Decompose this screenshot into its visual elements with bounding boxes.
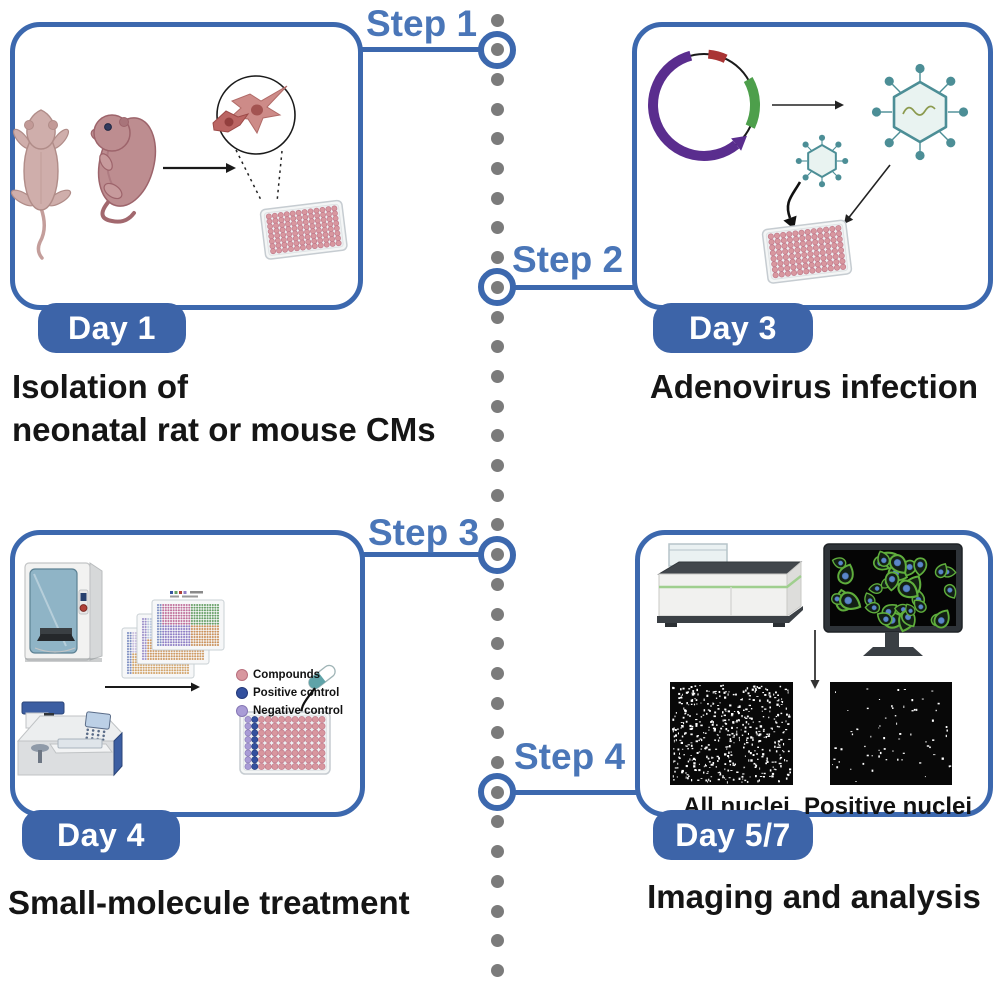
timeline-dot: [490, 429, 504, 443]
high-content-imager-icon: [657, 543, 803, 627]
step-4-label: Step 4: [514, 736, 626, 777]
adenovirus-small-icon: [795, 134, 849, 188]
adenovirus-icon: [871, 63, 969, 161]
timeline-dot: [490, 637, 504, 651]
plate-reader-icon: [16, 701, 123, 777]
timeline-dot: [490, 162, 504, 175]
timeline-dot: [490, 696, 504, 710]
isolation-illustration: [10, 75, 348, 260]
caption-line: Isolation of: [12, 368, 188, 405]
timeline-dot: [490, 934, 504, 948]
timeline-dot: [490, 221, 504, 235]
timeline-dot: [490, 369, 504, 383]
96-well-plate-icon: [259, 199, 348, 260]
legend-item-label: Compounds: [253, 669, 321, 681]
imaging-illustration: [657, 543, 963, 785]
caption-treatment: Small-molecule treatment: [8, 884, 410, 921]
legend-item-label: Positive control: [253, 687, 340, 699]
timeline-dot: [490, 399, 504, 413]
panel-imaging: All nuclei Positive nuclei: [635, 530, 993, 820]
legend-color-dot: [236, 705, 248, 717]
timeline-dot: [490, 310, 504, 324]
positive-nuclei-image: [830, 682, 952, 785]
timeline-dot: [490, 251, 504, 265]
timeline-dot: [490, 459, 504, 472]
treatment-illustration: [16, 562, 336, 777]
arrow-down-icon: [810, 630, 820, 689]
panel-adenovirus: [632, 22, 993, 310]
step-connector-line: [514, 284, 640, 290]
day-5-7-badge: Day 5/7: [653, 810, 813, 860]
timeline-dot: [490, 72, 504, 86]
step-connector-line: [348, 47, 480, 53]
timeline-dot: [490, 845, 504, 859]
timeline-dot: [490, 785, 504, 799]
step-1-label: Step 1: [366, 3, 478, 44]
curved-arrow: [783, 181, 802, 230]
96-well-plate-icon: [761, 219, 853, 284]
timeline-dot: [490, 191, 504, 205]
day-1-badge: Day 1: [38, 303, 186, 353]
step-3-label: Step 3: [368, 512, 480, 553]
plasmid-icon: [648, 49, 761, 161]
timeline-dot: [490, 43, 504, 57]
step-node-ring: [478, 773, 516, 812]
timeline-dot: [490, 577, 504, 591]
timeline-dot: [490, 904, 504, 918]
legend-color-dot: [236, 669, 248, 681]
timeline-dot: [490, 280, 504, 294]
adenovirus-illustration: [648, 49, 969, 284]
arrow-right-icon: [163, 163, 236, 173]
legend-item: Negative control: [236, 702, 343, 720]
timeline-dot: [490, 874, 504, 888]
timeline-dot: [490, 666, 504, 680]
caption-imaging: Imaging and analysis: [647, 878, 981, 915]
step-2-label: Step 2: [512, 239, 624, 280]
treatment-plate-icon: [239, 711, 331, 775]
timeline-dot: [490, 607, 504, 621]
compound-plates-stack-icon: [121, 591, 225, 679]
diagonal-arrow: [844, 164, 891, 224]
step-node-ring: [478, 268, 516, 307]
liquid-handler-robot-icon: [24, 562, 103, 662]
timeline-dot: [490, 488, 504, 502]
timeline-dot: [490, 548, 504, 562]
step-connector-line: [348, 552, 480, 558]
arrow-right-icon: [772, 100, 844, 110]
timeline-dot: [490, 102, 504, 116]
legend-item: Positive control: [236, 684, 343, 702]
day-4-badge: Day 4: [22, 810, 180, 860]
monitor-icon: [823, 543, 963, 656]
step-connector-line: [514, 789, 640, 795]
caption-adenovirus: Adenovirus infection: [649, 368, 979, 405]
timeline-dot: [490, 13, 504, 27]
timeline-dot: [490, 132, 504, 146]
positive-nuclei-label: Positive nuclei: [803, 793, 973, 820]
caption-isolation: Isolation of neonatal rat or mouse CMs: [12, 366, 436, 452]
timeline-dot: [490, 963, 504, 977]
timeline-dot: [490, 726, 504, 740]
timeline-dot: [490, 756, 504, 769]
legend-item: Compounds: [236, 666, 343, 684]
timeline-dot: [490, 815, 504, 829]
step-node-ring: [478, 30, 516, 69]
magnified-cardiomyocytes-icon: [212, 75, 296, 203]
rat-pup-icon: [10, 109, 72, 260]
day-3-badge: Day 3: [653, 303, 813, 353]
timeline-dot: [490, 340, 504, 354]
mouse-pup-icon: [90, 114, 157, 224]
step-node-ring: [478, 535, 516, 574]
timeline-dot: [490, 518, 504, 532]
legend-item-label: Negative control: [253, 705, 344, 717]
panel-isolation: [10, 22, 363, 310]
capsule-pill-icon: [308, 664, 336, 690]
arrow-right-icon: [105, 682, 200, 692]
legend-color-dot: [236, 687, 248, 699]
caption-line: neonatal rat or mouse CMs: [12, 410, 436, 448]
